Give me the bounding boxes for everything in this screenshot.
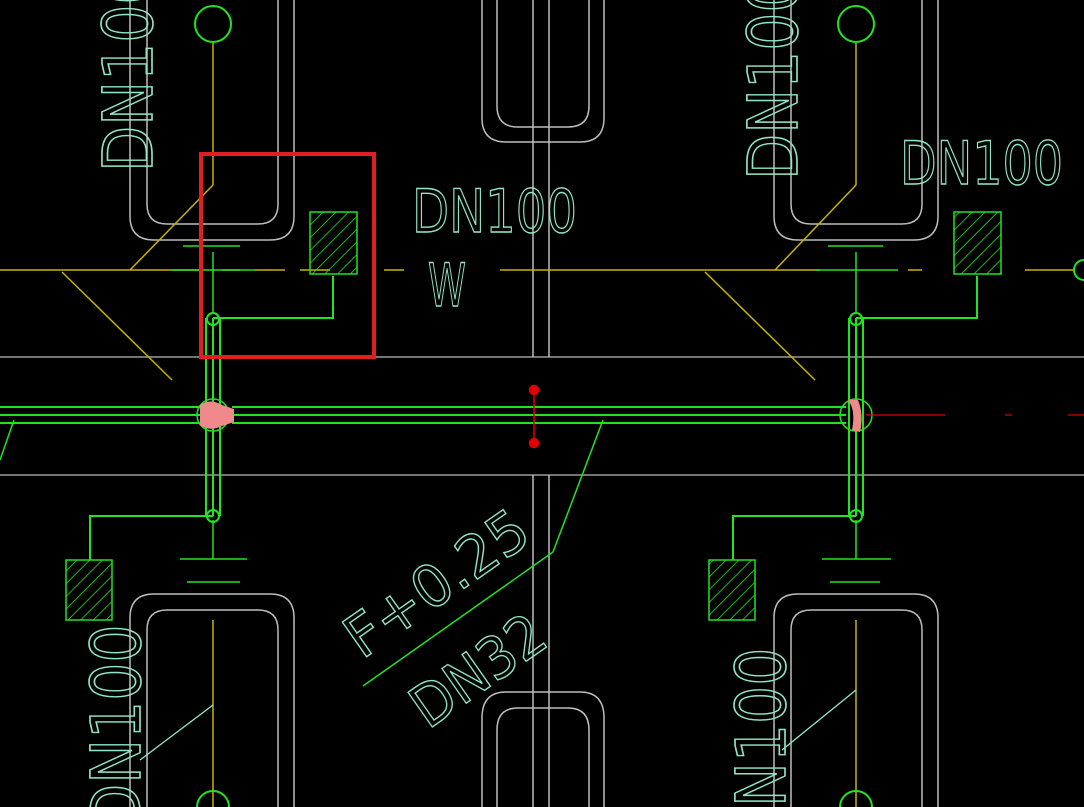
pipe-junctions (196, 398, 873, 432)
center-column (481, 0, 605, 807)
corridor-lines (0, 356, 1084, 476)
valve-bars (172, 245, 898, 583)
label-dn100-bottom-left: DN100 (77, 624, 157, 807)
riser-circles (194, 5, 1084, 807)
label-dn100-top-right: DN100 (900, 129, 1063, 199)
yellow-leaders (61, 43, 857, 807)
pipe-label-leader (362, 419, 604, 687)
label-dn100-top-mid: DN100 (412, 177, 577, 247)
selection-highlight-box[interactable] (199, 152, 376, 359)
fixture-outlines (129, 0, 939, 807)
label-dn100-top-left: DN100 (89, 0, 169, 172)
label-w: W (428, 251, 466, 321)
text-labels: DN100 DN100 W DN100 DN100 F+0.25 DN32 DN… (76, 0, 1063, 807)
label-dn100-top-right-vertical: DN100 (734, 0, 814, 180)
bottom-label-leaders (139, 689, 857, 761)
hatched-fixtures (65, 211, 1002, 621)
main-pipe-dn32[interactable] (0, 405, 1084, 461)
red-marker[interactable] (528, 384, 540, 449)
label-n100-bottom-right: N100 (722, 648, 802, 807)
